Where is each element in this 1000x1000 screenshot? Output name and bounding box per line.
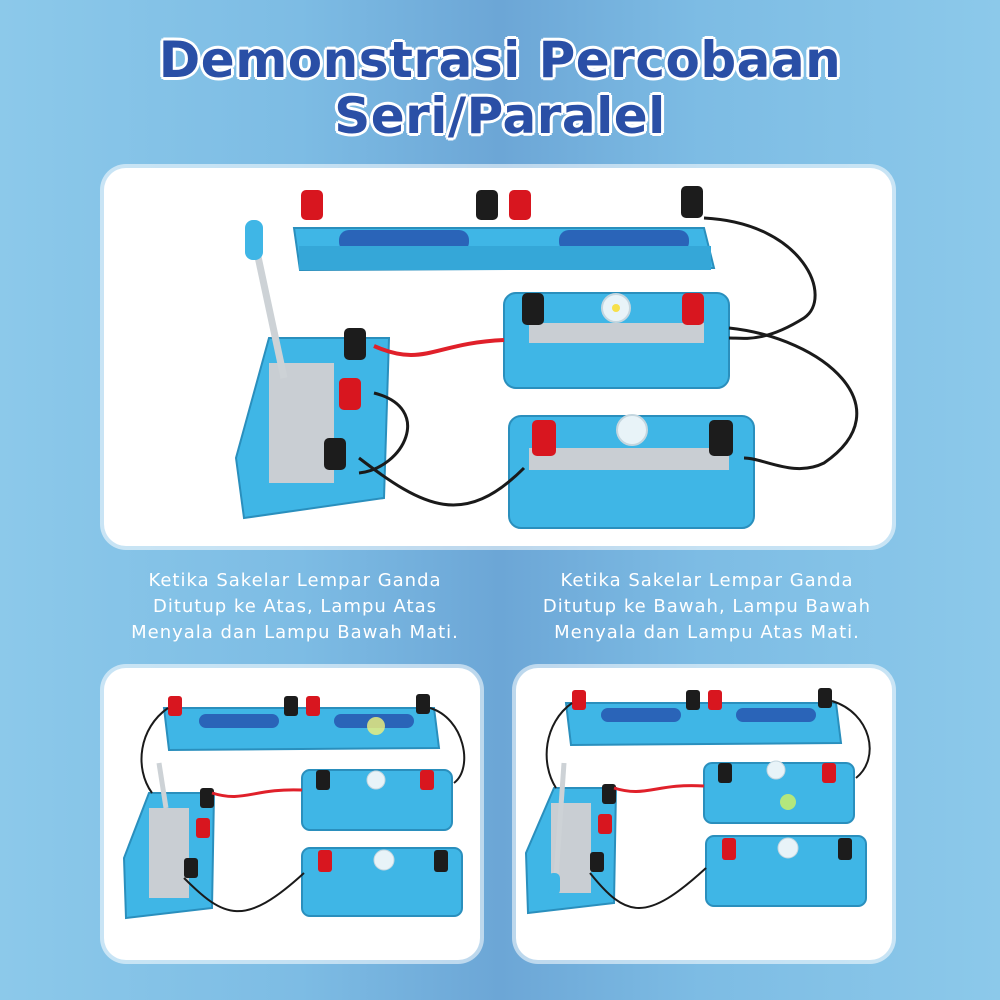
- switch-up-photo: [104, 668, 480, 960]
- circuit-illustration: [234, 186, 859, 529]
- circuit-illustration-switch-down: [524, 688, 871, 915]
- page-title-line-1: Demonstrasi Percobaan: [158, 31, 842, 89]
- circuit-illustration-switch-up: [122, 694, 466, 920]
- caption-right-line-1: Ketika Sakelar Lempar Ganda: [560, 570, 854, 591]
- caption-right-line-3: Menyala dan Lampu Atas Mati.: [554, 622, 860, 643]
- double-throw-switch-icon: [234, 220, 391, 520]
- caption-left-line-3: Menyala dan Lampu Bawah Mati.: [131, 622, 459, 643]
- caption-right: Ketika Sakelar Lempar Ganda Ditutup ke B…: [512, 568, 902, 646]
- battery-holder-icon: [292, 227, 716, 272]
- bulb-icon: [616, 414, 648, 446]
- caption-left-line-1: Ketika Sakelar Lempar Ganda: [148, 570, 442, 591]
- terminal-icon: [301, 186, 703, 220]
- switch-down-photo: [516, 668, 892, 960]
- lamp-board-icon: [503, 292, 730, 389]
- bulb-glow-icon: [367, 717, 385, 735]
- caption-left-line-2: Ditutup ke Atas, Lampu Atas: [152, 596, 438, 617]
- main-circuit-photo: [104, 168, 892, 546]
- lamp-board-icon: [508, 414, 755, 529]
- page-title-line-2: Seri/Paralel: [334, 87, 666, 145]
- caption-left: Ketika Sakelar Lempar Ganda Ditutup ke A…: [100, 568, 490, 646]
- caption-right-line-2: Ditutup ke Bawah, Lampu Bawah: [542, 596, 872, 617]
- bulb-glow-icon: [780, 794, 796, 810]
